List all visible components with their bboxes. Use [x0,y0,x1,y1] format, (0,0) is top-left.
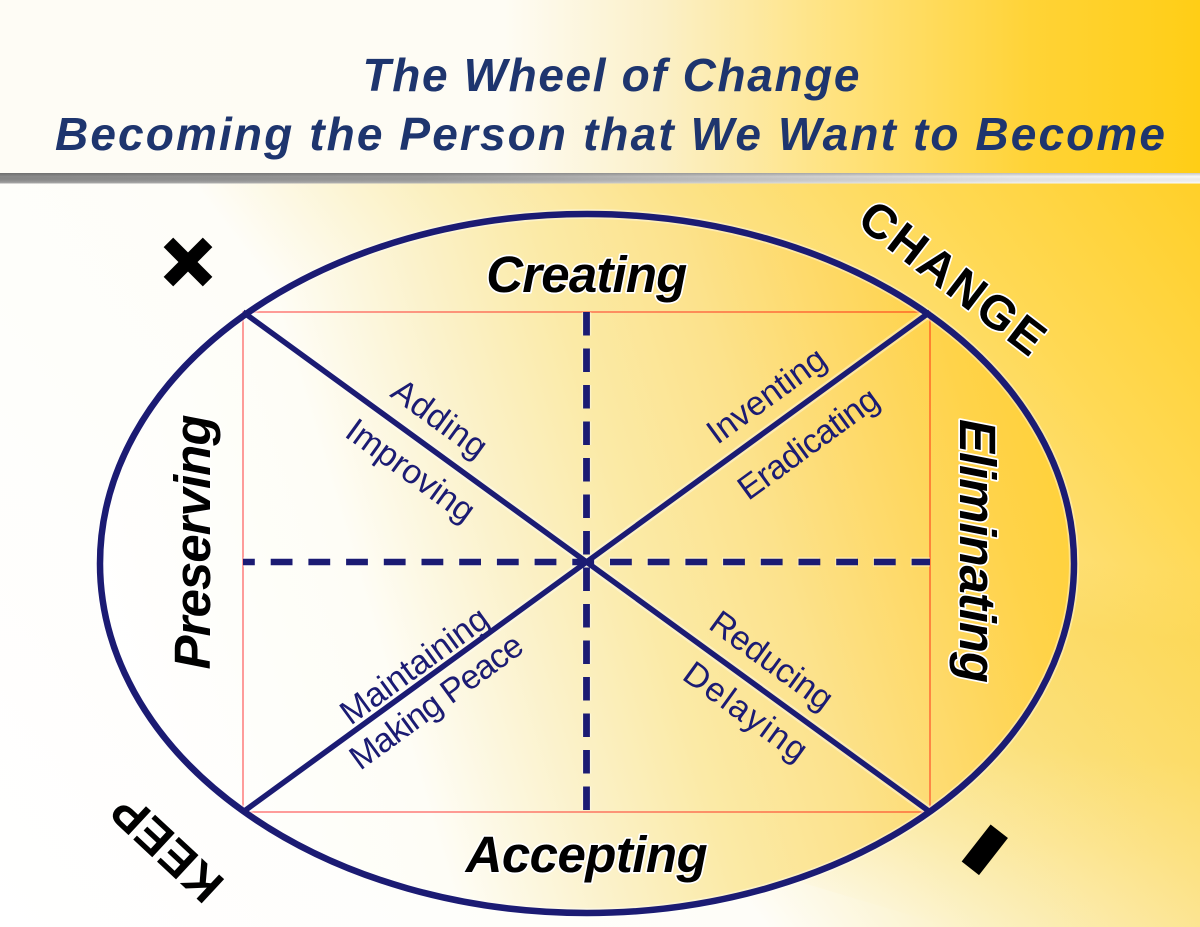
svg-text:The Wheel of Change: The Wheel of Change [363,49,860,101]
svg-text:Becoming the Person that We Wa: Becoming the Person that We Want to Beco… [55,108,1165,160]
svg-text:Eliminating: Eliminating [949,419,1006,683]
svg-text:Preserving: Preserving [164,415,221,670]
svg-text:Creating: Creating [486,246,687,303]
svg-text:Accepting: Accepting [464,826,708,883]
